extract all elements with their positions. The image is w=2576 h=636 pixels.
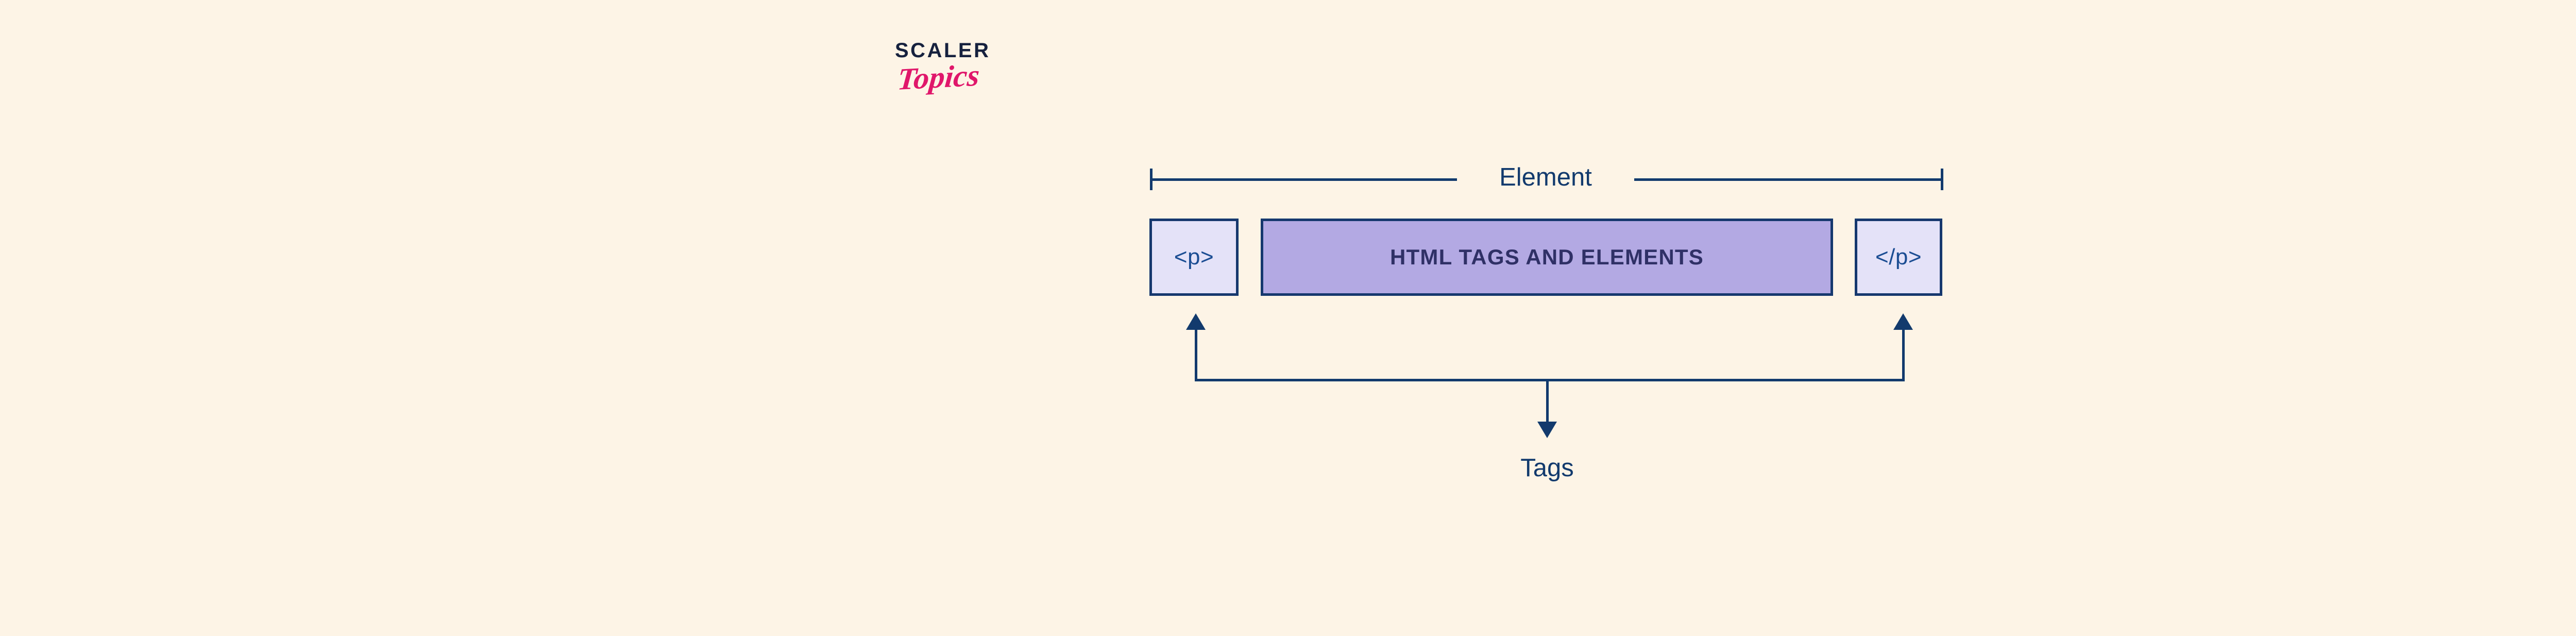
opening-tag-box[interactable]: <p> (1149, 219, 1239, 296)
arrow-up-right-head (1893, 313, 1913, 330)
arrow-down-head (1537, 422, 1557, 438)
arrow-up-left-stem (1195, 329, 1197, 381)
logo-wordmark-topics: Topics (896, 58, 981, 96)
dimension-line-left (1151, 178, 1457, 181)
tags-label: Tags (1520, 454, 1574, 482)
tags-connector-line (1195, 379, 1905, 381)
content-box[interactable]: HTML TAGS AND ELEMENTS (1261, 219, 1833, 296)
arrow-up-left-head (1186, 313, 1206, 330)
closing-tag-label: </p> (1875, 244, 1922, 270)
opening-tag-label: <p> (1174, 244, 1214, 270)
arrow-down-stem (1546, 380, 1549, 423)
logo-wordmark-scaler: SCALER (895, 39, 991, 62)
closing-tag-box[interactable]: </p> (1855, 219, 1942, 296)
element-label: Element (1499, 163, 1592, 191)
content-box-label: HTML TAGS AND ELEMENTS (1390, 245, 1704, 269)
scaler-topics-logo: SCALER Topics (895, 40, 1049, 133)
dimension-tick-right (1941, 169, 1943, 190)
arrow-up-right-stem (1902, 329, 1905, 381)
dimension-line-right (1634, 178, 1942, 181)
